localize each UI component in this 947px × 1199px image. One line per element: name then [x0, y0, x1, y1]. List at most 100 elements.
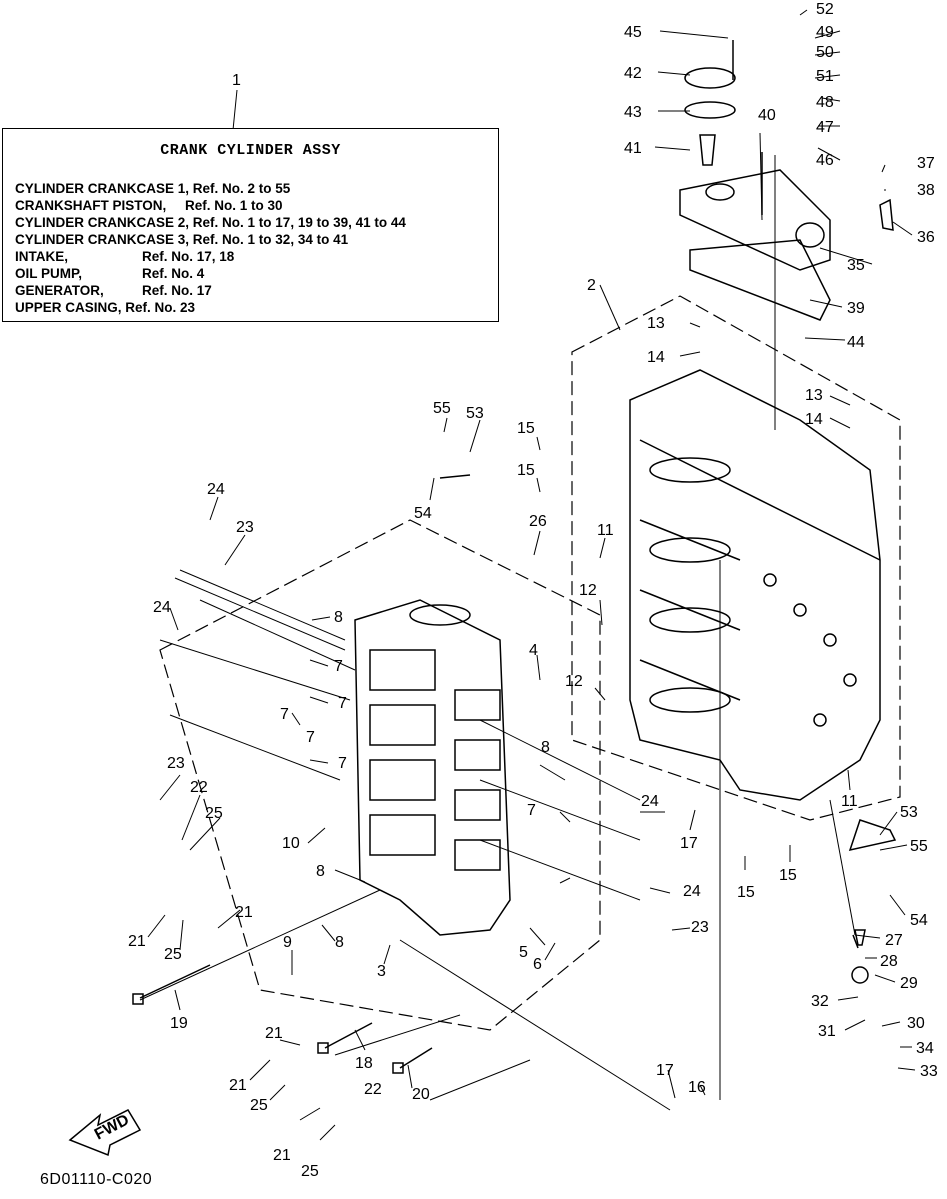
callout: 7: [338, 695, 347, 712]
callout: 16: [688, 1079, 706, 1096]
callout: 55: [433, 400, 451, 417]
callout: 12: [565, 673, 583, 690]
callout: 54: [414, 505, 432, 522]
callout: 11: [597, 522, 614, 539]
callout: 6: [533, 956, 542, 973]
callout: 7: [306, 729, 315, 746]
hose-lines: [139, 560, 856, 1111]
callout: 46: [816, 152, 834, 169]
bolts: [132, 40, 859, 1074]
callout: 35: [847, 257, 865, 274]
callout: 53: [466, 405, 484, 422]
callout: 8: [335, 934, 344, 951]
row-name: CYLINDER CRANKCASE 1,: [15, 181, 190, 196]
callout: 36: [917, 229, 935, 246]
row-ref: Ref. No. 4: [142, 266, 205, 281]
callout: 5: [519, 944, 528, 961]
cover-assembly: [679, 67, 897, 984]
callout: 55: [910, 838, 928, 855]
callout: 31: [818, 1023, 836, 1040]
row-name: CYLINDER CRANKCASE 2,: [15, 215, 190, 230]
callout: 15: [737, 884, 755, 901]
row-ref: Ref. No. 1 to 30: [185, 198, 283, 213]
callout: 19: [170, 1015, 188, 1032]
leader-lines: [147, 9, 916, 1141]
row-name: OIL PUMP,: [15, 266, 83, 281]
row-ref: Ref. No. 1 to 32, 34 to 41: [192, 232, 349, 247]
callout: 41: [624, 140, 642, 157]
assembly-title: CRANK CYLINDER ASSY: [160, 142, 341, 159]
assembly-row: INTAKE, Ref. No. 17, 18: [15, 249, 234, 264]
callout: 10: [282, 835, 300, 852]
callout: 24: [207, 481, 225, 498]
callout: 14: [805, 411, 823, 428]
assembly-row: UPPER CASING, Ref. No. 23: [15, 300, 195, 315]
assembly-label-box: CRANK CYLINDER ASSY CYLINDER CRANKCASE 1…: [2, 128, 499, 322]
assembly-row: CYLINDER CRANKCASE 2, Ref. No. 1 to 17, …: [15, 215, 406, 230]
callout: 23: [236, 519, 254, 536]
callout: 22: [190, 779, 208, 796]
callout: 4: [529, 642, 538, 659]
assembly-row: GENERATOR,Ref. No. 17: [15, 283, 212, 298]
callout: 3: [377, 963, 386, 980]
callout: 7: [527, 802, 536, 819]
callout: 21: [229, 1077, 247, 1094]
callout: 42: [624, 65, 642, 82]
callout: 29: [900, 975, 918, 992]
callout: 15: [517, 462, 535, 479]
callout-numbers: 1 52 49 45 50 51 42 48 43 47 40 41 46 37…: [128, 1, 938, 1180]
row-ref: Ref. No. 2 to 55: [192, 181, 291, 196]
callout: 21: [235, 904, 253, 921]
callout: 44: [847, 334, 865, 351]
callout: 23: [691, 919, 709, 936]
callout: 48: [816, 94, 834, 111]
callout: 40: [758, 107, 776, 124]
callout: 43: [624, 104, 642, 121]
callout: 21: [273, 1147, 291, 1164]
callout: 28: [880, 953, 898, 970]
callout: 13: [805, 387, 823, 404]
row-name: UPPER CASING,: [15, 300, 122, 315]
callout: 47: [816, 119, 834, 136]
row-name: INTAKE,: [15, 249, 68, 264]
row-ref: Ref. No. 17, 18: [142, 249, 235, 264]
callout: 52: [816, 1, 834, 18]
callout: 30: [907, 1015, 925, 1032]
callout: 7: [280, 706, 289, 723]
callout: 14: [647, 349, 665, 366]
callout: 17: [680, 835, 698, 852]
callout: 32: [811, 993, 829, 1010]
callout: 2: [587, 277, 596, 294]
callout: 53: [900, 804, 918, 821]
crankcase-half: [354, 599, 511, 936]
row-name: GENERATOR,: [15, 283, 104, 298]
assembly-outline-block: [159, 295, 901, 1031]
callout: 25: [164, 946, 182, 963]
assembly-row: CRANKSHAFT PISTON,Ref. No. 1 to 30: [15, 198, 283, 213]
fwd-arrow-icon: FWD: [68, 1109, 142, 1157]
callout: 25: [205, 805, 223, 822]
assembly-row: CYLINDER CRANKCASE 3, Ref. No. 1 to 32, …: [15, 232, 348, 247]
callout: 24: [683, 883, 701, 900]
assembly-row: CYLINDER CRANKCASE 1, Ref. No. 2 to 55: [15, 181, 290, 196]
callout: 34: [916, 1040, 934, 1057]
callout: 54: [910, 912, 928, 929]
callout: 23: [167, 755, 185, 772]
row-ref: Ref. No. 1 to 17, 19 to 39, 41 to 44: [192, 215, 406, 230]
callout: 18: [355, 1055, 373, 1072]
assembly-row: OIL PUMP, Ref. No. 4: [15, 266, 204, 281]
callout: 7: [338, 755, 347, 772]
row-name: CYLINDER CRANKCASE 3,: [15, 232, 190, 247]
callout: 15: [779, 867, 797, 884]
callout: 50: [816, 44, 834, 61]
callout: 8: [541, 739, 550, 756]
callout: 45: [624, 24, 642, 41]
callout: 20: [412, 1086, 430, 1103]
callout: 25: [301, 1163, 319, 1180]
callout: 39: [847, 300, 865, 317]
callout: 21: [265, 1025, 283, 1042]
callout: 49: [816, 24, 834, 41]
callout: 9: [283, 934, 292, 951]
callout: 8: [334, 609, 343, 626]
